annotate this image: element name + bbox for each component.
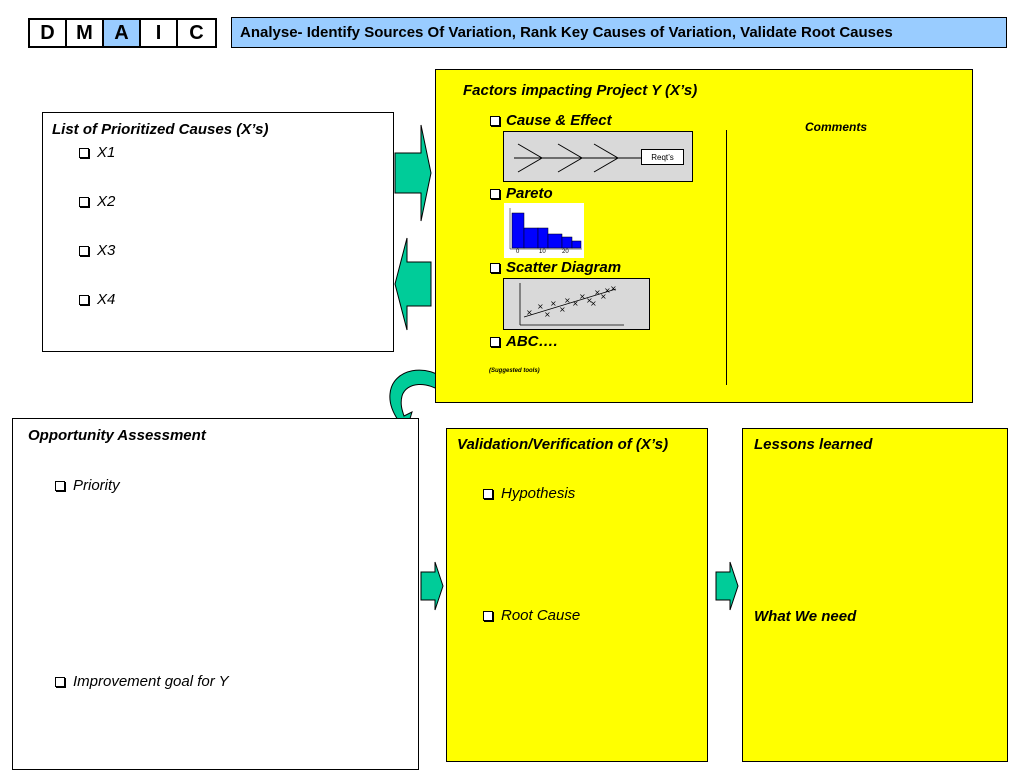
fishbone-icon xyxy=(514,143,642,173)
tool-label: ABC…. xyxy=(506,333,558,350)
phase-d: D xyxy=(30,20,67,46)
tool-label: Pareto xyxy=(506,185,553,202)
cause-item: X4 xyxy=(79,291,115,308)
checkbox-icon xyxy=(490,188,500,199)
factors-box: Factors impacting Project Y (X’s) Cause … xyxy=(435,69,973,403)
tool-item: Scatter Diagram xyxy=(490,259,621,276)
comments-label: Comments xyxy=(805,120,868,134)
svg-text:×: × xyxy=(600,292,607,301)
pareto-tick: 10 xyxy=(539,249,546,255)
svg-text:×: × xyxy=(590,299,597,308)
opportunity-label: Priority xyxy=(73,477,120,494)
pareto-tick: 20 xyxy=(562,249,569,255)
checkbox-icon xyxy=(79,147,89,158)
checkbox-icon xyxy=(483,488,493,499)
cause-item: X1 xyxy=(79,144,115,161)
svg-text:×: × xyxy=(537,302,544,311)
checkbox-icon xyxy=(79,245,89,256)
phase-m: M xyxy=(67,20,104,46)
svg-text:×: × xyxy=(572,299,579,308)
divider xyxy=(726,130,727,385)
svg-text:×: × xyxy=(550,299,557,308)
scatter-thumbnail: ××× ××× ××× ××× ×× xyxy=(503,278,650,330)
svg-text:×: × xyxy=(526,308,533,317)
tool-item: ABC…. xyxy=(490,333,558,350)
reqts-label: Reqt’s xyxy=(641,149,684,165)
tool-label: Scatter Diagram xyxy=(506,259,622,276)
arrow-left-icon xyxy=(394,237,432,331)
cause-item: X3 xyxy=(79,242,115,259)
tool-label: Cause & Effect xyxy=(506,112,612,129)
svg-text:×: × xyxy=(604,286,611,295)
prioritized-title: List of Prioritized Causes (X’s) xyxy=(52,121,269,138)
page-title: Analyse- Identify Sources Of Variation, … xyxy=(231,17,1007,48)
dmaic-phase-bar: D M A I C xyxy=(28,18,217,48)
svg-text:×: × xyxy=(610,284,617,293)
cause-item: X2 xyxy=(79,193,115,210)
opportunity-title: Opportunity Assessment xyxy=(28,427,206,444)
validation-title: Validation/Verification of (X’s) xyxy=(457,436,669,453)
checkbox-icon xyxy=(79,294,89,305)
svg-text:×: × xyxy=(559,305,566,314)
arrow-right-icon xyxy=(715,561,739,611)
scatter-plot-icon: ××× ××× ××× ××× ×× xyxy=(519,283,624,326)
suggested-tools-note: (Suggested tools) xyxy=(489,368,540,374)
svg-text:×: × xyxy=(544,310,551,319)
cause-label: X3 xyxy=(97,242,116,259)
svg-text:×: × xyxy=(594,288,601,297)
svg-text:×: × xyxy=(586,296,593,305)
phase-i: I xyxy=(141,20,178,46)
cause-label: X2 xyxy=(97,193,116,210)
lessons-box: Lessons learned What We need xyxy=(742,428,1008,762)
svg-text:×: × xyxy=(579,292,586,301)
arrow-right-icon xyxy=(420,561,444,611)
cause-label: X1 xyxy=(97,144,116,161)
checkbox-icon xyxy=(490,262,500,273)
svg-text:×: × xyxy=(564,296,571,305)
opportunity-box: Opportunity Assessment Priority Improvem… xyxy=(12,418,419,770)
tool-item: Pareto xyxy=(490,185,553,202)
checkbox-icon xyxy=(55,480,65,491)
checkbox-icon xyxy=(483,610,493,621)
opportunity-label: Improvement goal for Y xyxy=(73,673,229,690)
validation-label: Root Cause xyxy=(501,607,581,624)
page-title-text: Analyse- Identify Sources Of Variation, … xyxy=(240,24,893,41)
what-we-need-label: What We need xyxy=(754,608,857,625)
pareto-thumbnail: 0 10 20 xyxy=(504,203,584,258)
prioritized-causes-box: List of Prioritized Causes (X’s) X1 X2 X… xyxy=(42,112,394,352)
phase-c: C xyxy=(189,21,204,44)
phase-a: A xyxy=(104,20,141,46)
checkbox-icon xyxy=(79,196,89,207)
lessons-title: Lessons learned xyxy=(754,436,873,453)
pareto-bars-icon xyxy=(509,208,582,250)
validation-item: Hypothesis xyxy=(483,485,575,502)
validation-box: Validation/Verification of (X’s) Hypothe… xyxy=(446,428,708,762)
tool-item: Cause & Effect xyxy=(490,112,612,129)
pareto-tick: 0 xyxy=(516,249,520,255)
opportunity-item: Priority xyxy=(55,477,120,494)
cause-effect-thumbnail: Reqt’s xyxy=(503,131,693,182)
opportunity-item: Improvement goal for Y xyxy=(55,673,229,690)
checkbox-icon xyxy=(490,115,500,126)
checkbox-icon xyxy=(55,676,65,687)
factors-title: Factors impacting Project Y (X’s) xyxy=(463,82,698,99)
validation-item: Root Cause xyxy=(483,607,580,624)
checkbox-icon xyxy=(490,336,500,347)
validation-label: Hypothesis xyxy=(501,485,576,502)
arrow-right-icon xyxy=(394,124,432,222)
cause-label: X4 xyxy=(97,291,116,308)
